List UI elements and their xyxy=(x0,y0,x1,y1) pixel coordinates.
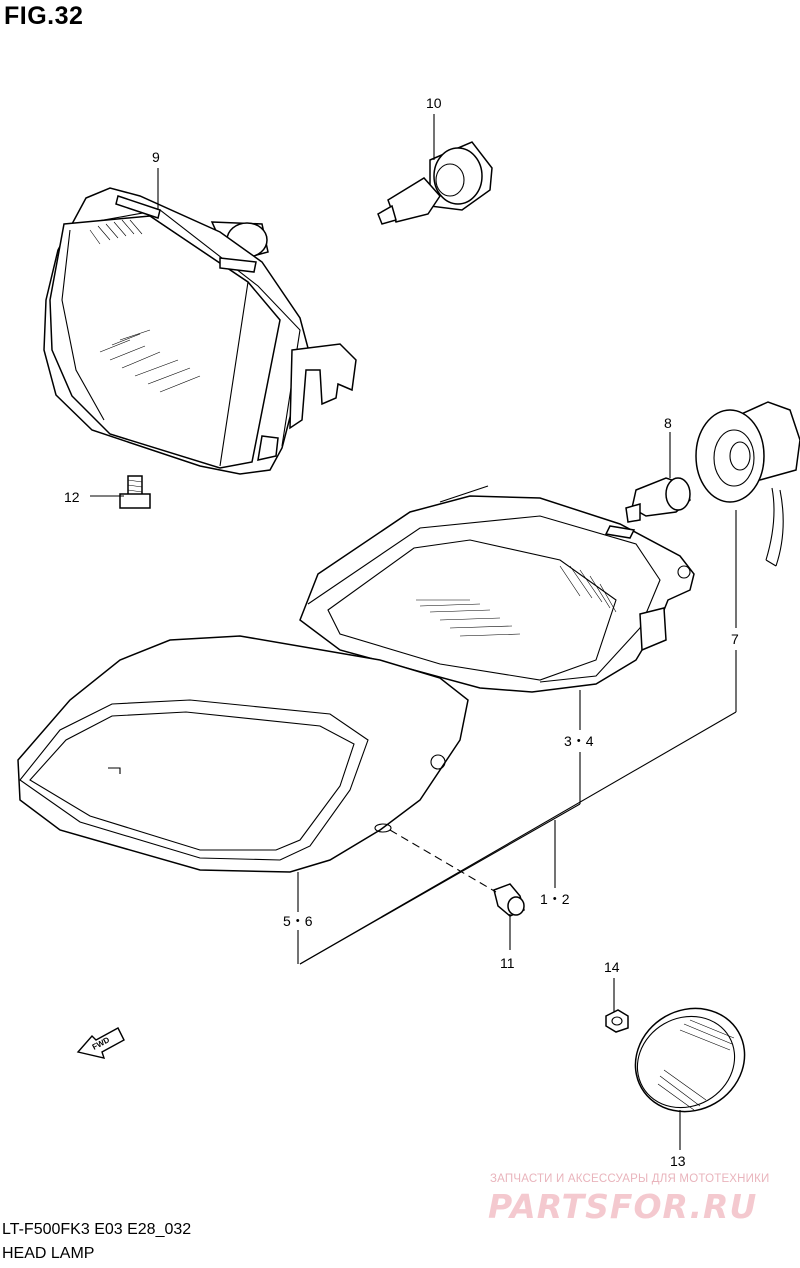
section-name: HEAD LAMP xyxy=(2,1245,95,1262)
callout-5-6: 5・6 xyxy=(283,913,313,929)
part-1-2-5-6-headlamp-rim[interactable] xyxy=(17,635,469,873)
watermark-logo: PARTSFOR.RU xyxy=(488,1187,758,1226)
part-9-headlamp-unit[interactable] xyxy=(43,187,357,475)
leader-lines xyxy=(90,114,737,1150)
part-10-bulb-socket[interactable] xyxy=(377,141,493,225)
part-12-bolt[interactable] xyxy=(119,475,151,509)
callout-12: 12 xyxy=(64,489,80,505)
part-8-bulb[interactable] xyxy=(625,477,691,523)
callout-13: 13 xyxy=(670,1153,686,1169)
part-14-nut[interactable] xyxy=(605,1009,629,1033)
part-11-screw[interactable] xyxy=(493,883,525,917)
part-13-reflector[interactable] xyxy=(617,989,764,1132)
callout-11: 11 xyxy=(500,955,515,971)
callout-7: 7 xyxy=(731,631,739,647)
part-7-socket-wire[interactable] xyxy=(695,401,800,567)
callout-8: 8 xyxy=(664,415,672,431)
model-code: LT-F500FK3 E03 E28_032 xyxy=(2,1221,192,1238)
watermark-tagline: ЗАПЧАСТИ И АКСЕССУАРЫ ДЛЯ МОТОТЕХНИКИ xyxy=(490,1173,770,1185)
callout-1-2: 1・2 xyxy=(540,891,570,907)
fwd-arrow-icon: FWD xyxy=(76,1027,125,1059)
callout-10: 10 xyxy=(426,95,442,111)
figure-title: FIG.32 xyxy=(4,2,84,30)
callout-14: 14 xyxy=(604,959,620,975)
part-3-4-headlamp-lens[interactable] xyxy=(299,485,695,693)
callout-9: 9 xyxy=(152,149,160,165)
callout-3-4: 3・4 xyxy=(564,733,594,749)
